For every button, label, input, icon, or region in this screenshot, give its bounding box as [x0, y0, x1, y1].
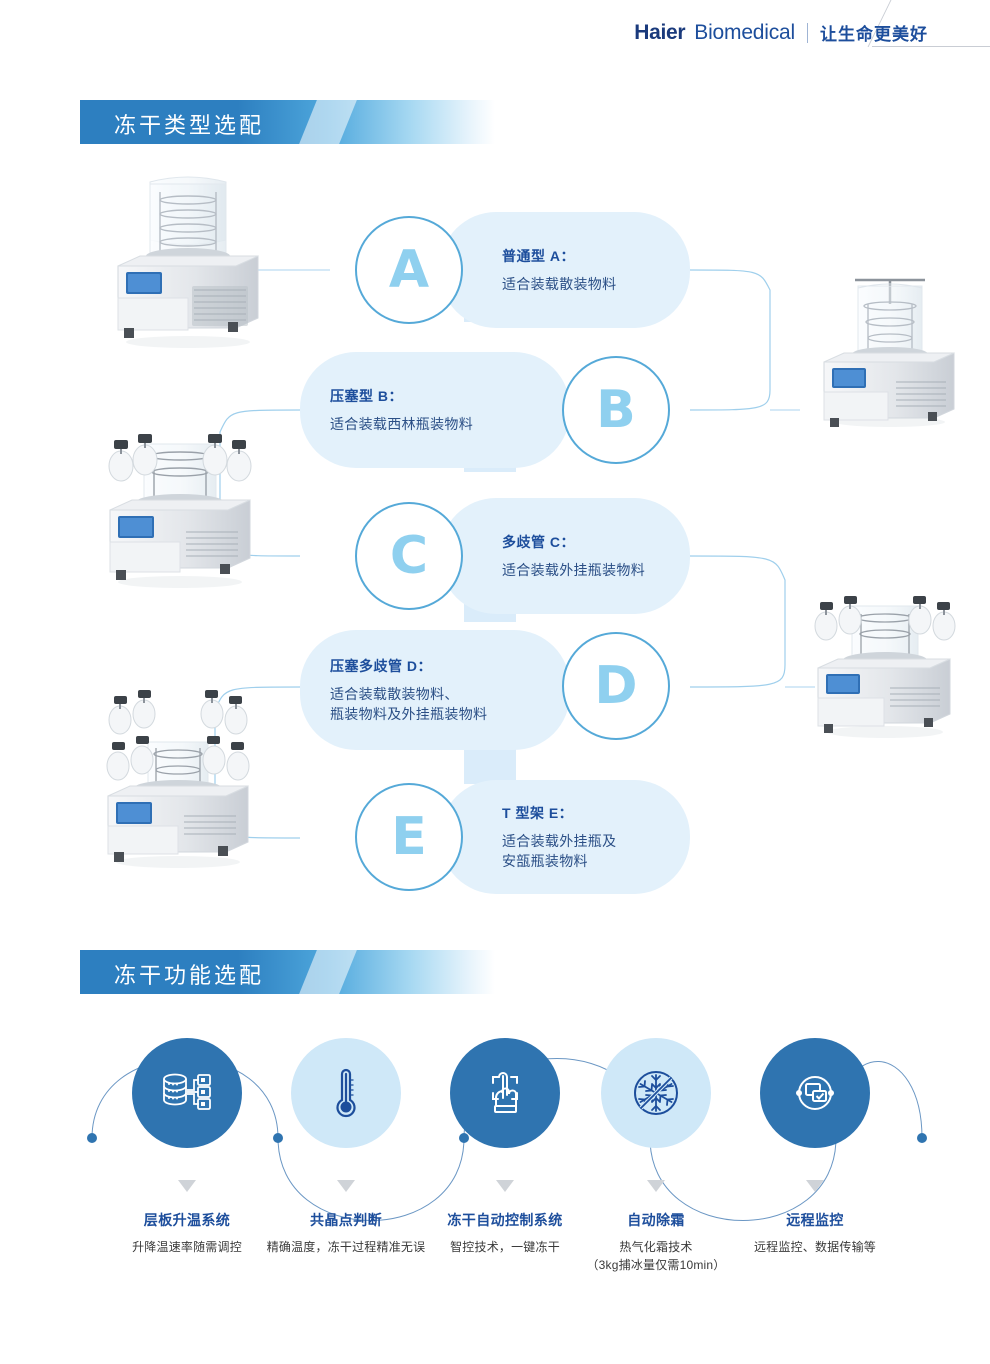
type-letter-circle-e[interactable]: E	[355, 783, 463, 891]
product-image-d	[790, 570, 980, 740]
feature-label-3: 冻干自动控制系统	[447, 1212, 563, 1228]
section-title-type: 冻干类型选配	[114, 113, 265, 138]
function-feature-row: 层板升温系统 升降温速率随需调控 共晶点判断 精确温度，冻干过程精准无误	[0, 1010, 990, 1310]
type-letter-e: E	[391, 807, 427, 867]
type-letter-circle-b[interactable]: B	[562, 356, 670, 464]
type-letter-b: B	[596, 380, 636, 440]
snowflake-defrost-icon	[634, 1071, 678, 1115]
type-card-c[interactable]: 多歧管 C： 适合装载外挂瓶装物料	[440, 498, 690, 614]
type-card-a[interactable]: 普通型 A： 适合装载散装物料	[440, 212, 690, 328]
feature-label-5: 远程监控	[786, 1212, 844, 1228]
feature-label-4: 自动除霜	[627, 1212, 685, 1228]
thermometer-icon	[336, 1068, 356, 1118]
feature-label-2: 共晶点判断	[310, 1212, 382, 1228]
type-card-e[interactable]: T 型架 E： 适合装载外挂瓶及 安瓿瓶装物料	[440, 780, 690, 894]
type-letter-a: A	[388, 240, 430, 300]
type-card-d[interactable]: 压塞多歧管 D： 适合装载散装物料、 瓶装物料及外挂瓶装物料	[300, 630, 570, 750]
type-desc-b: 适合装载西林瓶装物料	[330, 415, 473, 432]
brand-name-biomedical: Biomedical	[694, 20, 795, 44]
feature-desc-2: 精确温度，冻干过程精准无误	[266, 1240, 426, 1254]
type-title-e: T 型架 E：	[502, 804, 574, 821]
brand-divider	[807, 22, 808, 43]
type-letter-d: D	[594, 656, 638, 716]
feature-desc-3: 智控技术，一键冻干	[450, 1240, 560, 1254]
shelf-heating-icon	[163, 1073, 211, 1110]
banner-background-2	[80, 950, 495, 994]
type-letter-circle-c[interactable]: C	[355, 502, 463, 610]
product-image-c	[80, 410, 280, 590]
header-rule	[872, 46, 990, 47]
type-card-b[interactable]: 压塞型 B： 适合装载西林瓶装物料	[300, 352, 570, 468]
feature-desc-1: 升降温速率随需调控	[132, 1240, 242, 1254]
type-letter-circle-a[interactable]: A	[355, 216, 463, 324]
feature-circle-1[interactable]	[132, 1038, 242, 1148]
feature-circle-3[interactable]	[450, 1038, 560, 1148]
type-desc-d: 适合装载散装物料、 瓶装物料及外挂瓶装物料	[330, 685, 488, 722]
type-title-d: 压塞多歧管 D：	[330, 657, 432, 674]
freeze-dryer-type-flow: 普通型 A： 适合装载散装物料 A	[0, 160, 990, 920]
product-image-a	[88, 170, 288, 350]
brand-logo: Haier Biomedical 让生命更美好	[634, 20, 928, 45]
product-image-e	[78, 680, 278, 870]
type-letter-circle-d[interactable]: D	[562, 632, 670, 740]
section-banner-type: 冻干类型选配	[80, 100, 500, 144]
feature-circle-4[interactable]	[601, 1038, 711, 1148]
feature-desc-4: 热气化霜技术 （3kg捕冰量仅需10min）	[586, 1240, 726, 1272]
type-title-c: 多歧管 C：	[502, 533, 575, 550]
feature-circle-2[interactable]	[291, 1038, 401, 1148]
type-desc-c: 适合装载外挂瓶装物料	[502, 561, 645, 578]
type-desc-a: 适合装载散装物料	[502, 275, 617, 292]
type-letter-c: C	[389, 526, 429, 586]
feature-circle-5[interactable]	[760, 1038, 870, 1148]
banner-background	[80, 100, 495, 144]
type-title-a: 普通型 A：	[502, 247, 575, 264]
brand-name-haier: Haier	[634, 20, 686, 44]
type-title-b: 压塞型 B：	[330, 387, 403, 404]
product-image-b	[800, 270, 980, 430]
feature-desc-5: 远程监控、数据传输等	[753, 1240, 876, 1254]
touch-control-icon	[492, 1072, 518, 1113]
brand-slogan: 让生命更美好	[820, 25, 928, 44]
page-header: Haier Biomedical 让生命更美好	[0, 0, 990, 62]
section-banner-function: 冻干功能选配	[80, 950, 500, 994]
feature-label-1: 层板升温系统	[143, 1212, 231, 1228]
remote-monitor-icon	[796, 1076, 834, 1110]
section-title-function: 冻干功能选配	[114, 963, 265, 988]
type-desc-e: 适合装载外挂瓶及 安瓿瓶装物料	[502, 832, 617, 869]
